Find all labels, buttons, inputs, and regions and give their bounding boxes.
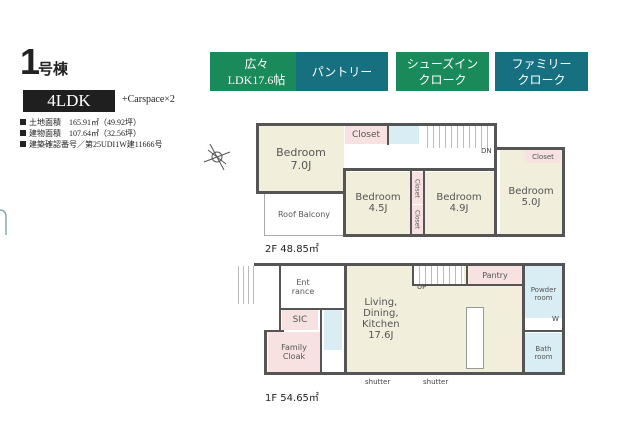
arch-decoration-icon <box>0 209 7 235</box>
room-closet-4: Closet <box>525 150 561 163</box>
room-powder: Powder room <box>525 266 562 318</box>
feature-ldk: 広々 LDK17.6帖 <box>210 52 303 91</box>
room-bedroom-4-9: Bedroom 4.9J <box>424 172 494 234</box>
kitchen-counter <box>466 307 484 369</box>
room-sic: SIC <box>282 310 318 330</box>
room-closet-1: Closet <box>345 126 387 144</box>
room-hall-2f <box>345 145 495 171</box>
stairs-dn-label: DN <box>481 147 492 155</box>
room-toilet-2f <box>389 126 419 144</box>
floor-2-area-label: 2F 48.85㎡ <box>265 244 319 255</box>
room-entrance: Ent rance <box>280 266 326 308</box>
carspace-label: +Carspace×2 <box>122 94 175 105</box>
spec-land-area: 土地面積 165.91㎡（49.92坪） <box>20 117 162 128</box>
roof-balcony: Roof Balcony <box>264 193 344 236</box>
unit-suffix: 号棟 <box>38 62 69 78</box>
shutter-label-1: shutter <box>365 378 391 386</box>
stairs-up-label: UP <box>417 283 427 291</box>
room-bedroom-5-0: Bedroom 5.0J <box>500 150 562 234</box>
porch-steps <box>234 266 254 304</box>
feature-pantry: パントリー <box>296 52 388 91</box>
room-bedroom-7: Bedroom 7.0J <box>258 126 344 192</box>
feature-family-cloak: ファミリー クローク <box>495 52 588 91</box>
room-closet-2: Closet <box>411 172 423 204</box>
spec-building-area: 建物面積 107.64㎡（32.56坪） <box>20 128 162 139</box>
stairs-2f <box>422 126 492 148</box>
room-bath: Bath room <box>525 333 562 373</box>
unit-number: 1 <box>20 41 41 82</box>
room-family-cloak: Family Cloak <box>268 332 320 372</box>
room-closet-3: Closet <box>411 205 423 234</box>
spec-confirmation-number: 建築確認番号／第25UDI1W建11666号 <box>20 139 162 150</box>
floor-1-area-label: 1F 54.65㎡ <box>265 393 319 404</box>
spec-list: 土地面積 165.91㎡（49.92坪） 建物面積 107.64㎡（32.56坪… <box>20 117 162 150</box>
compass-icon <box>203 143 231 171</box>
layout-type-badge: 4LDK <box>23 90 115 112</box>
room-toilet-1f <box>324 310 342 350</box>
shutter-label-2: shutter <box>423 378 449 386</box>
stairs-1f <box>414 266 464 284</box>
room-bedroom-4-5: Bedroom 4.5J <box>346 172 410 234</box>
feature-shoes-in-cloak: シューズイン クローク <box>396 52 489 91</box>
room-pantry: Pantry <box>469 266 521 284</box>
washer-label: W <box>552 315 559 323</box>
